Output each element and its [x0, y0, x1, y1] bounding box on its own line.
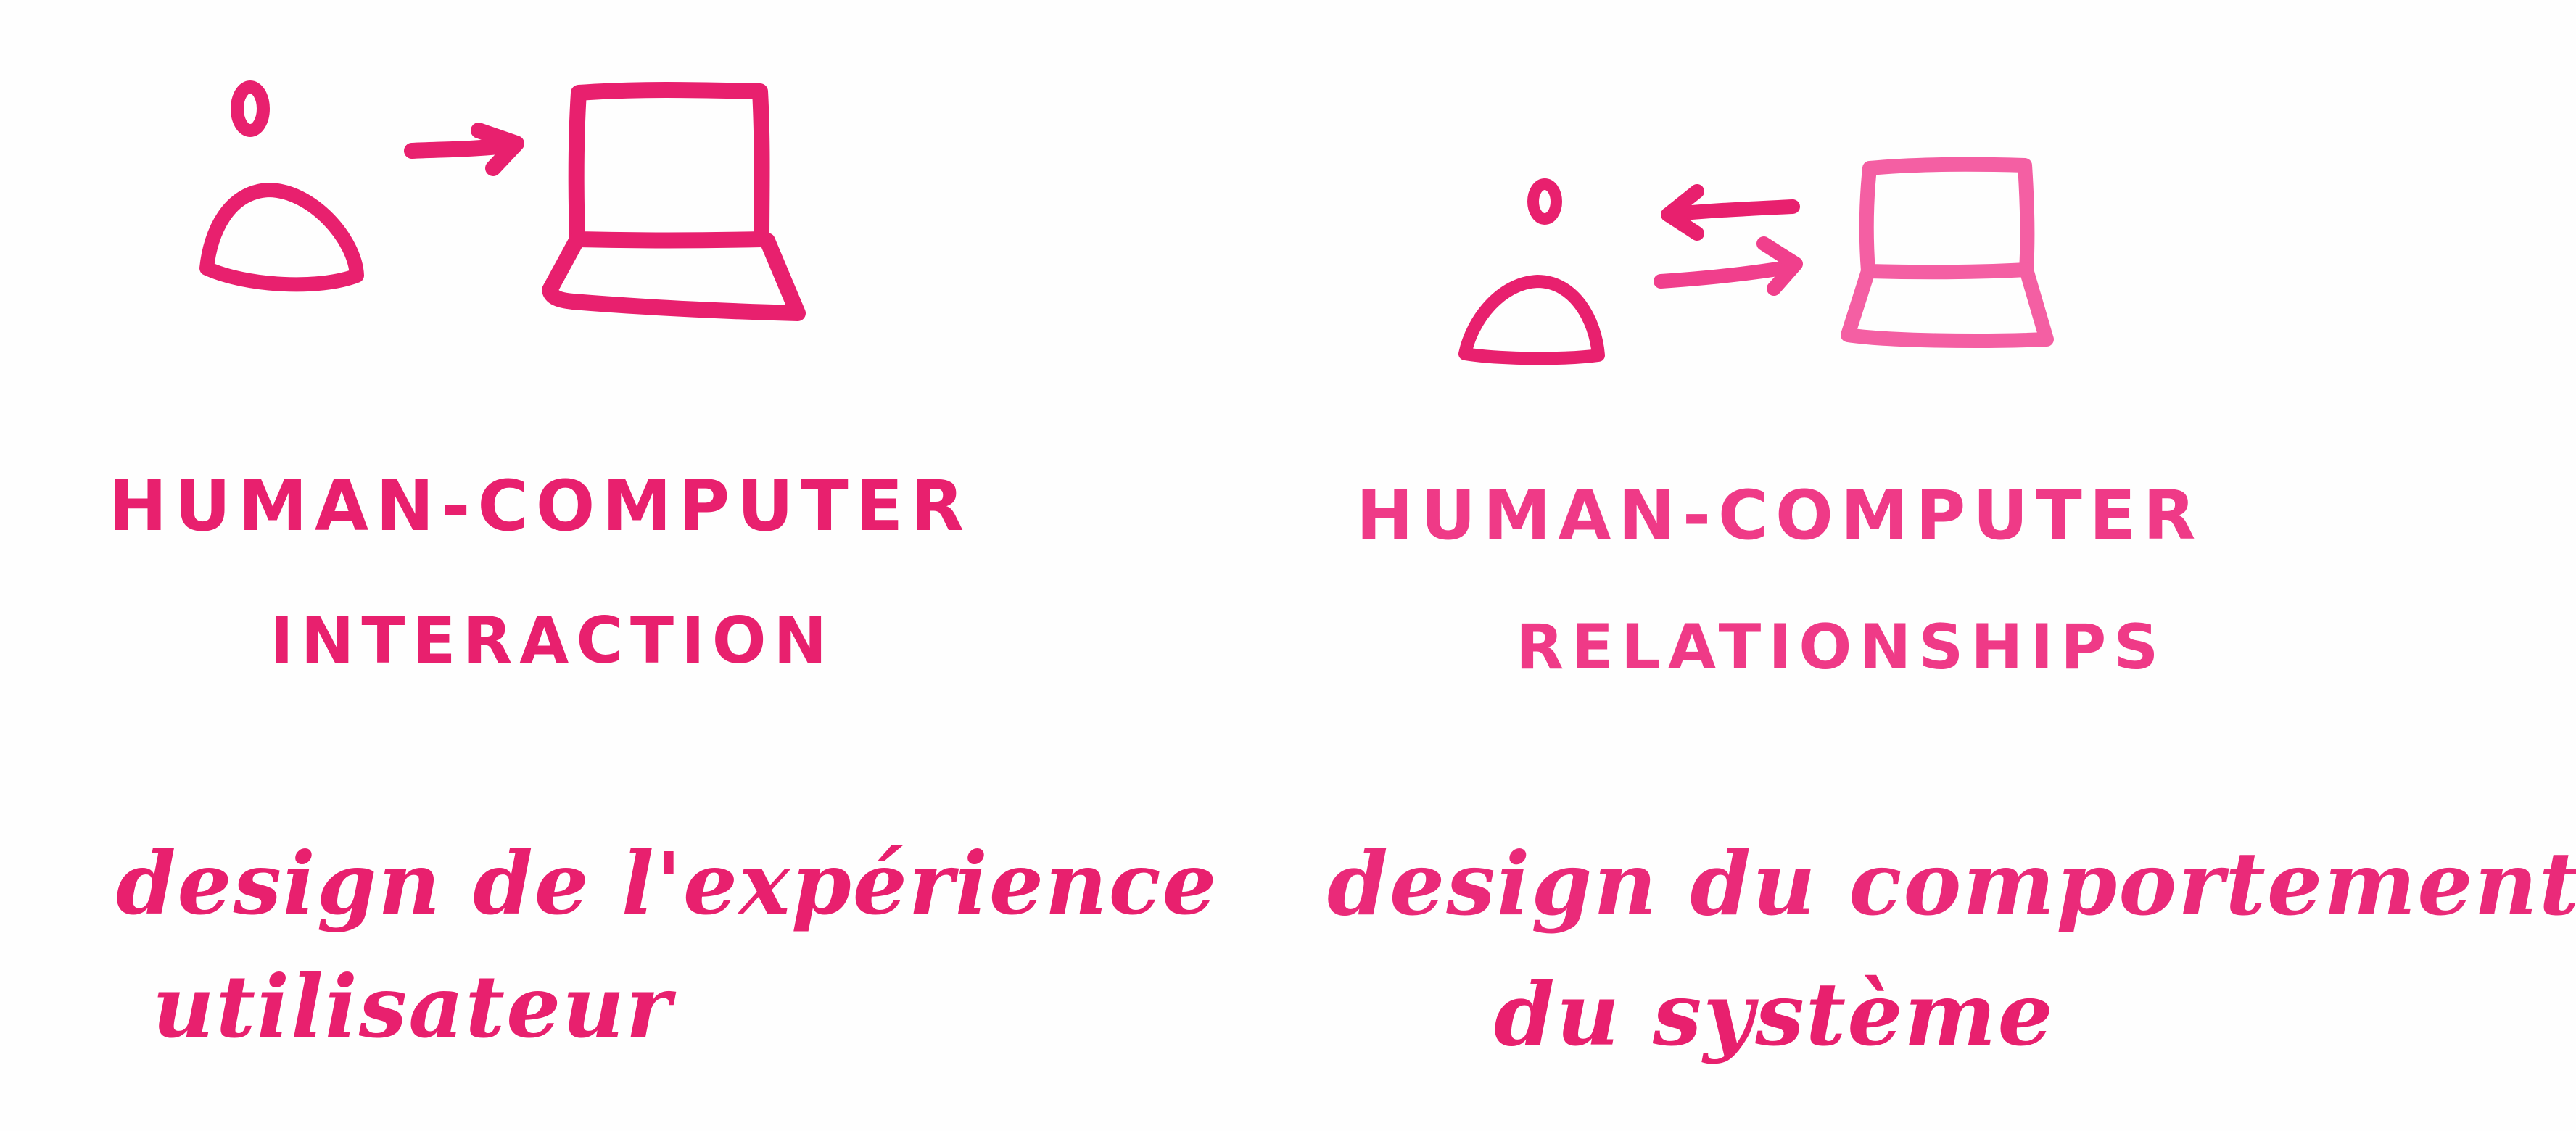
right-arrow-left-icon: [1661, 184, 1800, 241]
right-title-line2: RELATIONSHIPS: [1516, 611, 2166, 684]
right-laptop-icon: [1841, 157, 2054, 348]
right-caption-line1: design du comportement: [1327, 833, 2576, 935]
right-title-line1: HUMAN-COMPUTER: [1356, 476, 2203, 555]
right-arrow-right-icon: [1654, 236, 1803, 296]
left-title-line2: INTERACTION: [270, 603, 835, 678]
left-laptop-icon: [542, 82, 806, 321]
right-person-icon: [1458, 178, 1605, 365]
left-caption-line2: utilisateur: [152, 956, 673, 1057]
left-person-icon: [199, 80, 364, 292]
left-caption-line1: design de l'expérience: [116, 833, 1218, 934]
right-caption-line2: du système: [1494, 964, 2055, 1066]
left-arrow-right-icon: [404, 123, 524, 176]
left-title-line1: HUMAN-COMPUTER: [109, 465, 972, 547]
